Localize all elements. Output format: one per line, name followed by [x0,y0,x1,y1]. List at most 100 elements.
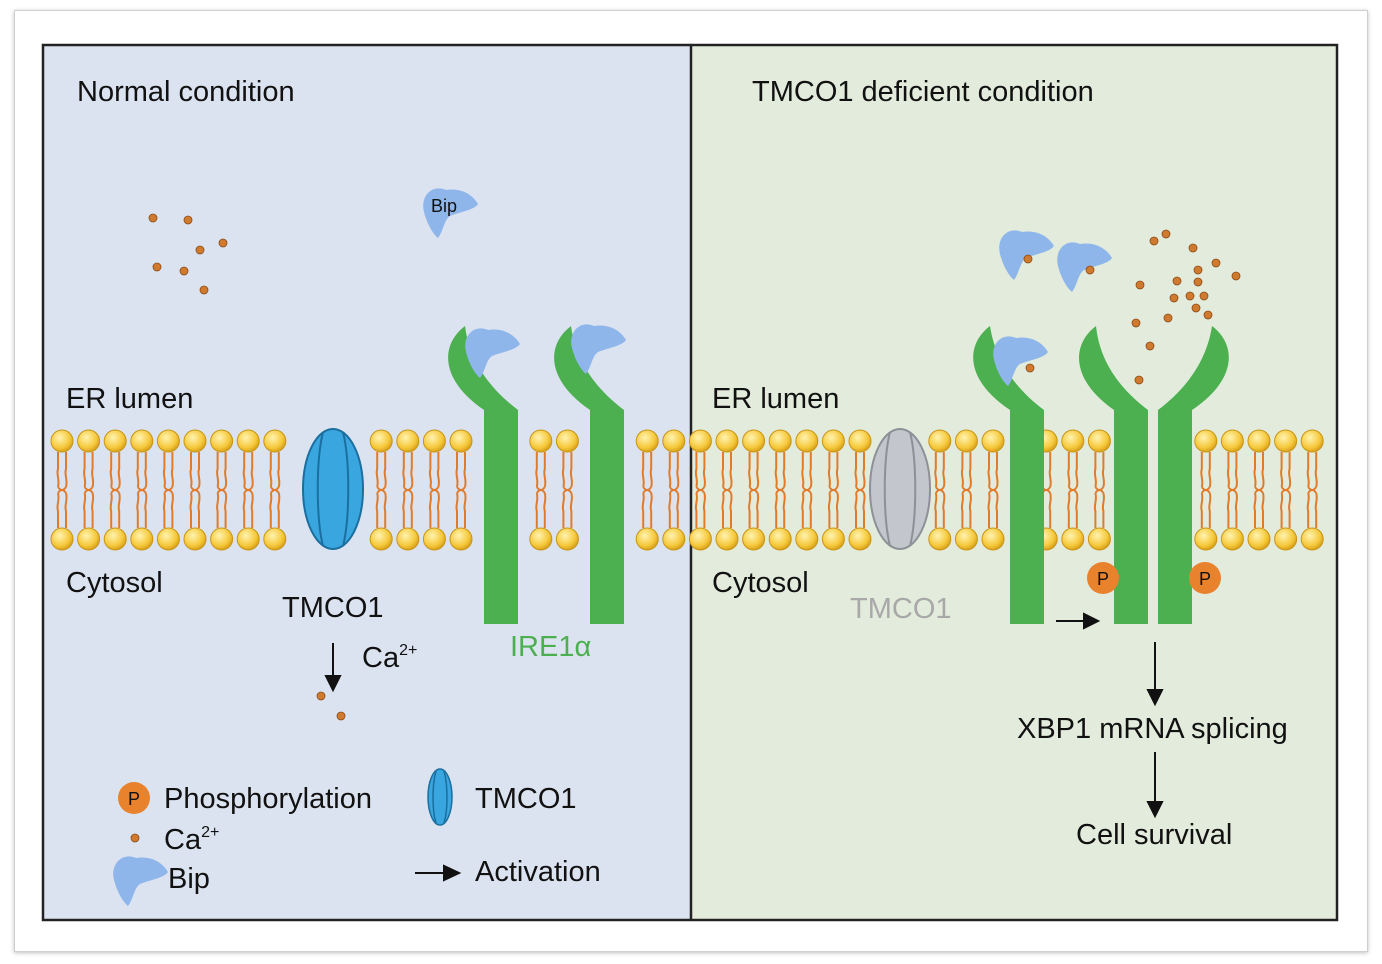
lipid-head [555,429,579,453]
phospho-marker-1: P [1087,562,1119,594]
legend-tmco1: TMCO1 [475,783,577,815]
legend-phospho-p: P [128,789,140,809]
lipid-tail [402,452,406,528]
lipid-tail [463,452,467,528]
tmco1-channel-inactive [869,428,931,550]
lipid-head [928,527,952,551]
lipid-head [183,527,207,551]
calcium-ion [1149,236,1159,246]
lipid-head [236,429,260,453]
lipid-head [1061,429,1085,453]
lipid-head [1274,429,1298,453]
lipid-tail-join [83,486,94,494]
lipid-tail [383,452,387,528]
legend: P Phosphorylation Ca2+ Bip TMCO1 Activat… [113,768,601,906]
lipid-head [263,429,287,453]
ire1a-receptor-right-monomer [973,326,1044,624]
lipid-tail [1226,452,1230,528]
lipid-tail [774,452,778,528]
arrow-to-survival [1146,752,1164,819]
lipid-head [529,527,553,551]
lipid-tail [809,452,813,528]
lipid-tail [543,452,547,528]
lipid-tail-join [1254,486,1264,494]
lipid-tail [216,452,220,528]
lipid-tail-join [110,486,121,494]
lipid-tail [117,452,121,528]
lipid-tail [1075,452,1079,528]
arrow-activation-dimer [1056,612,1101,630]
lipid-head [954,429,978,453]
lipid-tail [756,452,760,528]
legend-phosphorylation: Phosphorylation [164,783,372,815]
calcium-ion [1085,265,1095,275]
lipid-head [688,527,712,551]
lipid-tail [569,452,573,528]
legend-activation-arrow [415,864,462,882]
lipid-tail-join [216,486,227,494]
lipid-head [635,429,659,453]
lipid-tail-join [376,486,387,494]
er-membrane [50,429,1324,551]
lipid-tail [827,452,831,528]
lipid-tail [91,452,95,528]
lipid-head [848,429,872,453]
lipid-head [183,429,207,453]
lipid-tail [694,452,698,528]
lipid-head [768,429,792,453]
lipid-head [103,527,127,551]
lipid-tail [535,452,539,528]
lipid-tail-join [57,486,67,494]
lipid-tail-join [695,486,706,494]
tmco1-channel-active [302,428,364,550]
lipid-tail-join [1227,486,1238,494]
lipid-head [1247,527,1271,551]
lipid-head [821,429,845,453]
lipid-head [1194,527,1218,551]
lipid-head [263,527,287,551]
lipid-tail [197,452,201,528]
lipid-head [156,429,180,453]
legend-ca-icon [130,833,140,843]
calcium-ion [1163,313,1173,323]
lipid-tail-join [748,486,759,494]
cell-survival-label: Cell survival [1076,819,1232,851]
lipid-tail [835,452,839,528]
lipid-head [396,429,420,453]
lipid-head [1220,527,1244,551]
lipid-tail [1067,452,1071,528]
lipid-tail-join [456,486,466,494]
lipid-head [130,429,154,453]
calcium-ion [1199,291,1209,301]
calcium-ion [199,285,209,295]
lipid-tail [934,452,938,528]
calcium-ion [1023,254,1033,264]
lipid-tail [136,452,140,528]
lipid-tail-join [1200,486,1211,494]
lipid-tail [1314,452,1318,528]
lipid-head [156,527,180,551]
lipid-head [715,527,739,551]
lipid-tail-join [828,486,839,494]
calcium-ion [1161,229,1171,239]
lipid-tail-join [934,486,945,494]
legend-ca: Ca2+ [164,824,219,856]
lipid-tail [1253,452,1257,528]
lipid-tail [1101,452,1105,528]
lipid-head [103,429,127,453]
lipid-tail [269,452,273,528]
calcium-ion [195,245,205,255]
lipid-head [1220,429,1244,453]
lipid-head [1274,527,1298,551]
lipid-tail [224,452,228,528]
lipid-tail-join [1067,486,1078,494]
legend-phospho-icon: P [118,782,150,814]
lipid-tail-join [243,486,254,494]
lipid-tail-join [988,486,998,494]
ire1a-receptor-left-2 [554,326,624,624]
lipid-tail [721,452,725,528]
lipid-head [449,527,473,551]
lipid-head [981,527,1005,551]
lipid-tail-join [136,486,147,494]
er-lumen-label-left: ER lumen [66,383,193,415]
